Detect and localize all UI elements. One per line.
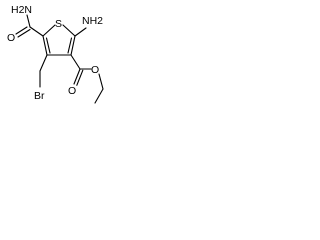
sulfur-atom: S [55,18,62,30]
bromine-atom: Br [34,90,45,102]
amine-group-left: H2N [11,4,32,16]
chemical-structure: H2N NH2 S O O O Br [7,4,104,104]
thiophene-ring [42,24,76,56]
carbonyl-oxygen: O [68,85,76,97]
ester-oxygen: O [91,64,99,76]
amino-bond [74,27,87,37]
amide-oxygen: O [7,32,15,44]
ethyl-ester-group [70,54,104,104]
amide-group [15,14,44,38]
bromomethyl-group [39,54,48,88]
amine-group-right: NH2 [82,15,103,27]
